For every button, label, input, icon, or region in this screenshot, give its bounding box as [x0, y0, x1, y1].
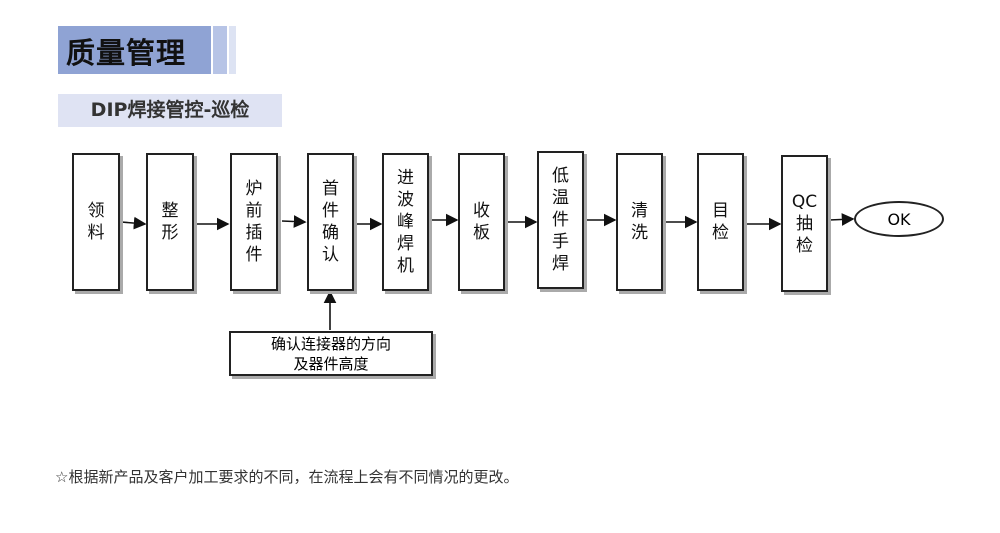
step-label: 首件确认 [322, 179, 339, 265]
step-label: 炉前插件 [245, 179, 263, 265]
arrow [120, 216, 147, 230]
page-title: 质量管理 [66, 36, 187, 70]
step-label: 收板 [473, 201, 490, 243]
step-label: 清洗 [631, 201, 648, 243]
step-label: 低温件手焊 [552, 166, 569, 274]
step-box: 目检 [697, 153, 744, 291]
note-box: 确认连接器的方向及器件高度 [229, 331, 433, 376]
step-box: 首件确认 [307, 153, 354, 291]
step-box: QC抽检 [781, 155, 828, 292]
step-box: 炉前插件 [230, 153, 278, 291]
note-line: 及器件高度 [293, 355, 369, 373]
step-label: 领料 [87, 201, 105, 243]
step-label: 目检 [712, 201, 729, 243]
step-label: 整形 [161, 201, 179, 243]
step-box: 进波峰焊机 [382, 153, 429, 291]
step-box: 领料 [72, 153, 120, 291]
footer-note: ☆根据新产品及客户加工要求的不同，在流程上会有不同情况的更改。 [55, 468, 519, 486]
step-box: 清洗 [616, 153, 663, 291]
step-label: QC抽检 [791, 191, 818, 256]
arrow [281, 215, 307, 228]
subtitle: DIP焊接管控-巡检 [90, 99, 250, 121]
title-stripe [229, 26, 236, 74]
step-label: 进波峰焊机 [397, 168, 414, 276]
step-box: 低温件手焊 [537, 151, 584, 289]
note-line: 确认连接器的方向 [270, 335, 391, 353]
end-node: OK [854, 201, 944, 237]
step-box: 收板 [458, 153, 505, 291]
title-stripe [213, 26, 227, 74]
arrow [828, 213, 855, 226]
step-box: 整形 [146, 153, 194, 291]
subtitle-bg [58, 94, 282, 127]
title-bar-bg [58, 26, 211, 74]
